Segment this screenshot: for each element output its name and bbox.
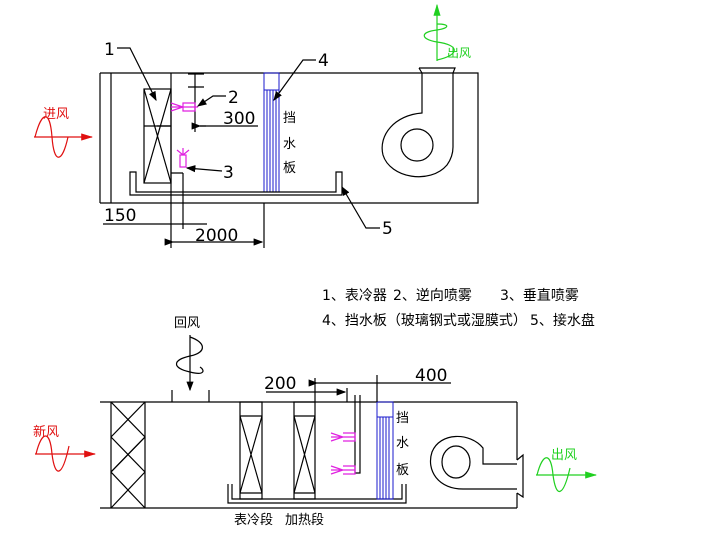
- inlet-air-label: 进风: [43, 107, 69, 122]
- return-air-stubs: [171, 390, 210, 402]
- eliminator-char: 挡: [283, 111, 296, 126]
- callout-3: 3: [223, 163, 234, 183]
- dim-150: 150: [104, 206, 136, 226]
- legend-item: 1、表冷器: [322, 288, 387, 304]
- callout-5: 5: [382, 219, 393, 239]
- return-air-symbol: 回风: [174, 316, 204, 392]
- legend-item: 4、挡水板（玻璃钢式或湿膜式）: [322, 312, 527, 329]
- top-diagram: 挡 水 板 1 2 3 4 5 300 150 2000 进风: [34, 3, 479, 248]
- bottom-casing: [100, 401, 518, 509]
- dim-400: 400: [415, 366, 447, 386]
- dim-ext-lines: [314, 375, 378, 402]
- eliminator-char: 水: [283, 137, 296, 152]
- outlet-air-label: 出风: [447, 46, 471, 60]
- dim-300: 300: [223, 109, 255, 129]
- bottom-fan: [430, 435, 524, 499]
- callout-leader-2: [197, 95, 226, 107]
- spray-nozzles: [330, 432, 356, 475]
- callout-4: 4: [318, 51, 329, 71]
- top-casing: [99, 72, 479, 204]
- legend-item: 2、逆向喷雾: [393, 288, 472, 304]
- section-label: 加热段: [285, 513, 324, 528]
- callout-leader-5: [341, 185, 380, 229]
- inlet-air-symbol: 进风: [34, 107, 94, 158]
- counter-spray-nozzle-2: [170, 73, 204, 132]
- bottom-diagram: 挡 水 板 400 200 表冷段 加热段 回风 新风 出风: [33, 316, 598, 528]
- heating-coil-section: [293, 401, 316, 500]
- eliminator-char: 板: [283, 161, 296, 176]
- fresh-air-label: 新风: [33, 424, 59, 440]
- fan-hub-icon: [441, 445, 471, 479]
- dimension-extension: [170, 73, 265, 248]
- section-label: 表冷段: [234, 513, 273, 528]
- drain-pan-5: [129, 171, 343, 196]
- cooling-coil-section: [239, 401, 263, 500]
- filter-section: [110, 401, 146, 509]
- outlet-air-symbol: 出风: [536, 448, 598, 492]
- drain-pan: [227, 484, 407, 504]
- cooling-coil-1: [143, 88, 172, 184]
- dim-2000: 2000: [195, 226, 238, 246]
- outlet-air-label: 出风: [551, 448, 577, 463]
- callout-leader-4: [273, 59, 316, 101]
- vertical-spray-nozzle-3: [171, 148, 190, 229]
- fresh-air-symbol: 新风: [33, 424, 97, 472]
- spray-pipe: [354, 395, 361, 474]
- callout-2: 2: [228, 88, 239, 108]
- callout-leader-3: [185, 165, 223, 173]
- drift-eliminator: [376, 401, 394, 500]
- eliminator-char: 板: [396, 463, 409, 478]
- outlet-air-symbol: 出风: [423, 3, 471, 61]
- top-fan: [381, 67, 456, 178]
- drift-eliminator-4: [263, 72, 280, 193]
- dim-200: 200: [264, 374, 296, 394]
- callout-leader-1: [117, 47, 157, 102]
- eliminator-char: 水: [396, 436, 409, 451]
- legend-item: 3、垂直喷雾: [500, 287, 579, 304]
- eliminator-char: 挡: [396, 411, 409, 426]
- legend: 1、表冷器 2、逆向喷雾 3、垂直喷雾 4、挡水板（玻璃钢式或湿膜式） 5、接水…: [322, 287, 595, 329]
- fan-hub-icon: [400, 128, 434, 162]
- callout-1: 1: [104, 40, 115, 60]
- legend-item: 5、接水盘: [530, 312, 595, 329]
- return-air-label: 回风: [174, 316, 200, 331]
